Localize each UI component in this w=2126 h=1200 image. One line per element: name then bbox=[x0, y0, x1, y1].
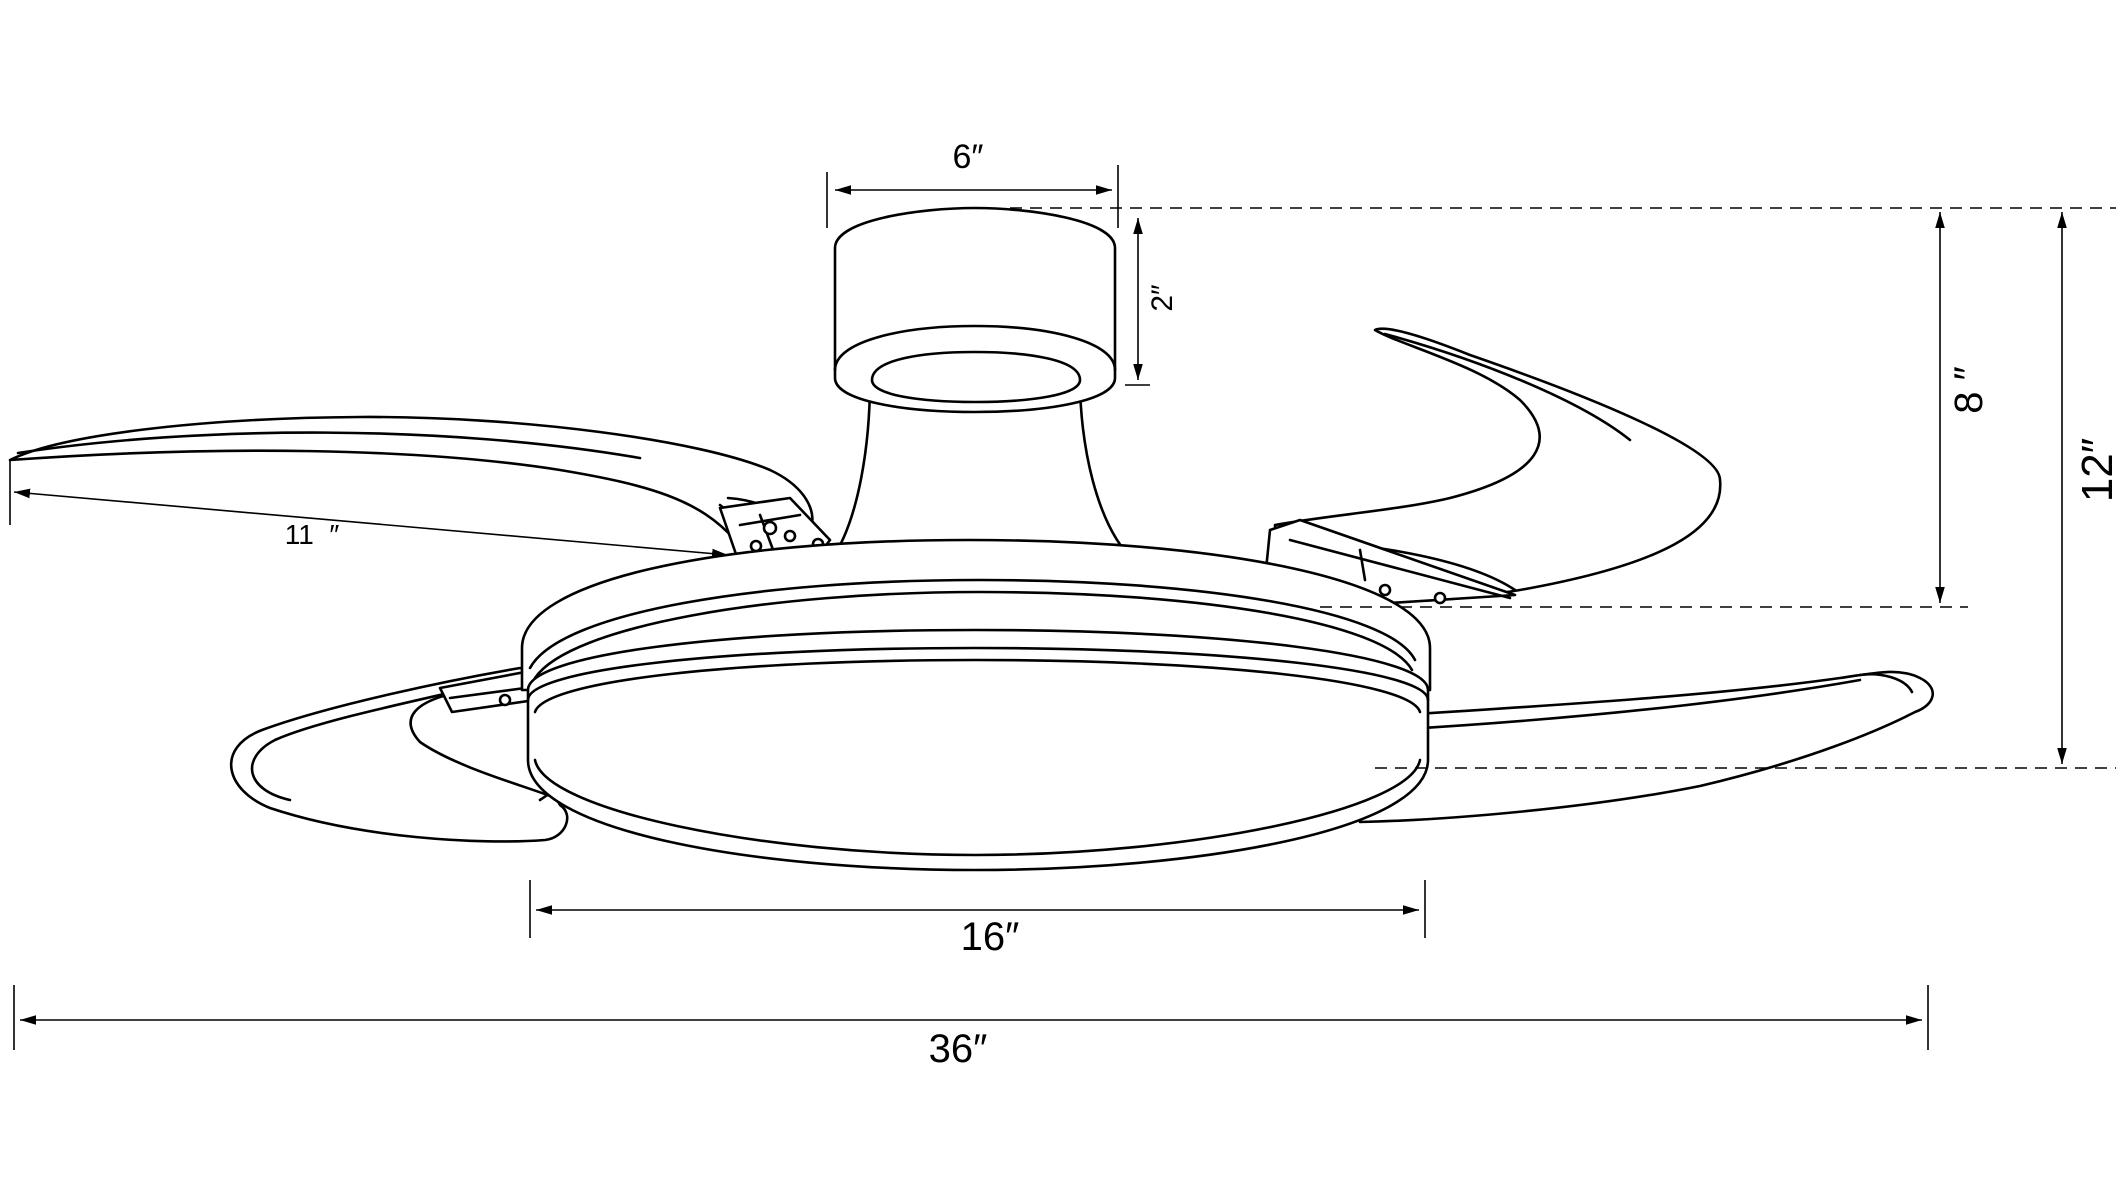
fan-blade-lower-left bbox=[230, 666, 572, 843]
blade-length-label: 11 ″ bbox=[285, 519, 340, 550]
canopy-width-label: 6″ bbox=[953, 138, 984, 176]
dimension-body-height: 8 ″ bbox=[1935, 212, 1991, 603]
light-diameter-label: 16″ bbox=[961, 915, 1020, 959]
fan-blade-lower-right bbox=[1353, 670, 1934, 824]
dimension-blade-length: 11 ″ bbox=[9, 460, 729, 559]
canopy-height-label: 2″ bbox=[1146, 284, 1179, 312]
dimension-overall-height: 12″ bbox=[2057, 212, 2122, 764]
body-height-label: 8 ″ bbox=[1947, 366, 1991, 414]
dimension-overall-span: 36″ bbox=[13, 985, 1929, 1071]
dimension-canopy-width: 6″ bbox=[826, 138, 1119, 228]
overall-span-label: 36″ bbox=[929, 1027, 988, 1071]
ceiling-canopy bbox=[833, 206, 1117, 414]
overall-height-label: 12″ bbox=[2073, 438, 2122, 503]
led-light-kit bbox=[526, 628, 1430, 872]
dimension-light-diameter: 16″ bbox=[529, 880, 1426, 959]
fan-blade-upper-left bbox=[8, 415, 814, 550]
dimension-canopy-height: 2″ bbox=[1125, 218, 1179, 386]
